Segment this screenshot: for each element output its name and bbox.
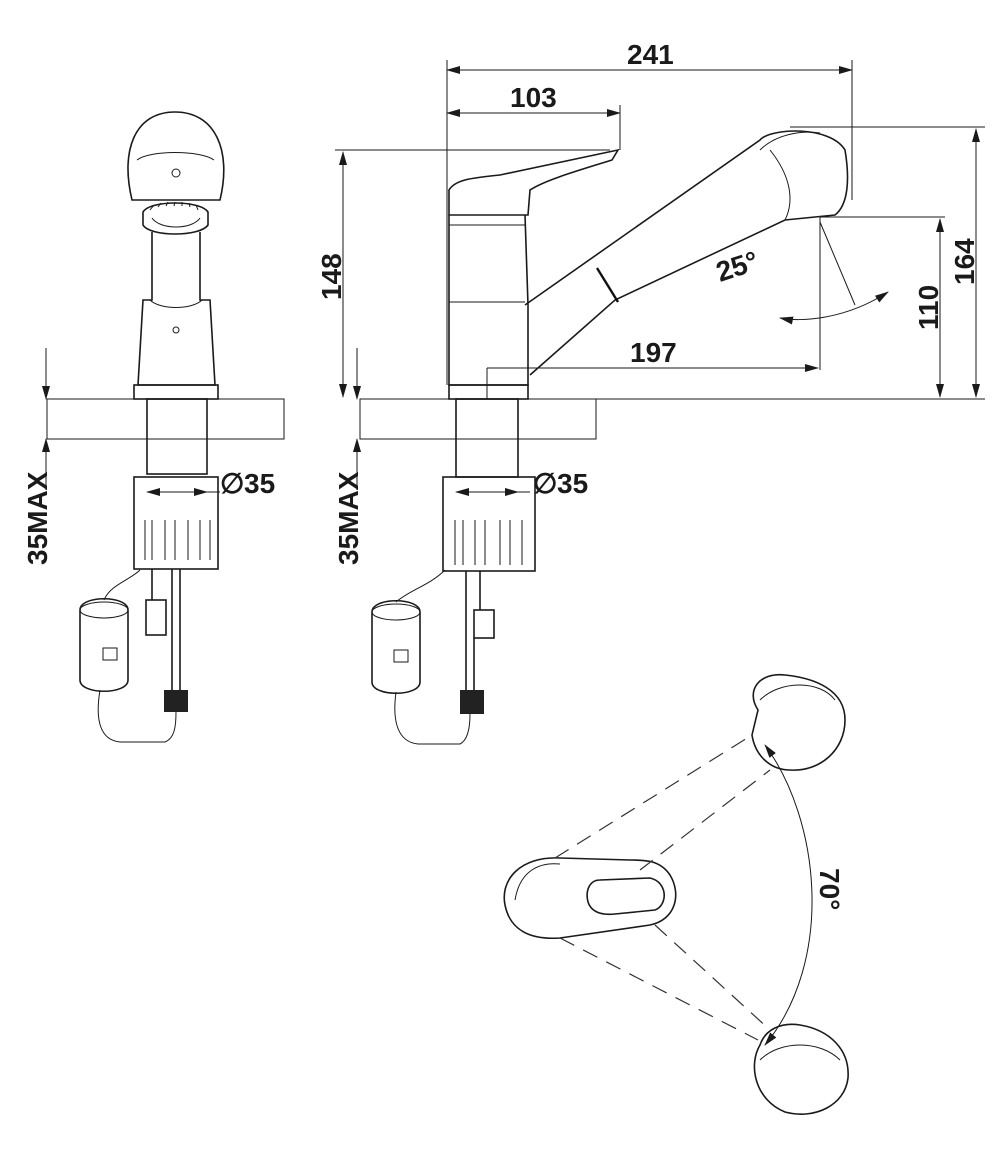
front-view: ∅ 35 35MAX <box>22 111 285 743</box>
counter-section-side-left <box>359 398 457 440</box>
spray-head <box>127 111 225 201</box>
side-base <box>448 384 529 400</box>
dim-handle-swing: 70° <box>814 868 845 910</box>
counter-section-side-right <box>517 398 597 440</box>
side-mounting-nut <box>442 476 536 572</box>
dim-overall-length: 241 <box>627 39 674 70</box>
base-collar <box>133 384 219 400</box>
counter-section-right <box>206 398 285 440</box>
side-view: ∅ 35 35MAX 241 103 148 <box>316 39 985 745</box>
side-filter <box>371 600 421 694</box>
dim-total-height: 164 <box>949 238 980 285</box>
lever-top-center <box>503 857 677 940</box>
pull-out-spout <box>524 130 849 376</box>
aerator-ring <box>142 202 209 235</box>
lever-handle <box>448 148 620 216</box>
front-deck-thickness: 35MAX <box>22 471 53 565</box>
side-hose-end <box>460 690 484 714</box>
lever-top-right <box>554 734 771 871</box>
body <box>137 232 216 386</box>
dim-body-height: 148 <box>316 253 347 300</box>
front-hose-end <box>164 690 188 712</box>
counter-section-left <box>46 398 148 440</box>
front-diameter-value: 35 <box>244 468 275 499</box>
faucet-body <box>448 214 529 386</box>
mounting-nut <box>133 476 219 570</box>
side-diameter-symbol: ∅ <box>533 468 557 499</box>
side-diameter-value: 35 <box>557 468 588 499</box>
top-view: 70° <box>503 673 849 1115</box>
dim-spout-height: 110 <box>913 285 944 330</box>
front-filter <box>79 598 129 692</box>
shank <box>146 398 208 475</box>
dim-spout-reach: 197 <box>630 337 677 368</box>
dim-handle-length: 103 <box>510 82 557 113</box>
side-deck-thickness: 35MAX <box>333 471 364 565</box>
front-diameter-symbol: ∅ <box>220 468 244 499</box>
lever-top-left <box>559 924 771 1041</box>
lever-slot <box>586 877 665 916</box>
